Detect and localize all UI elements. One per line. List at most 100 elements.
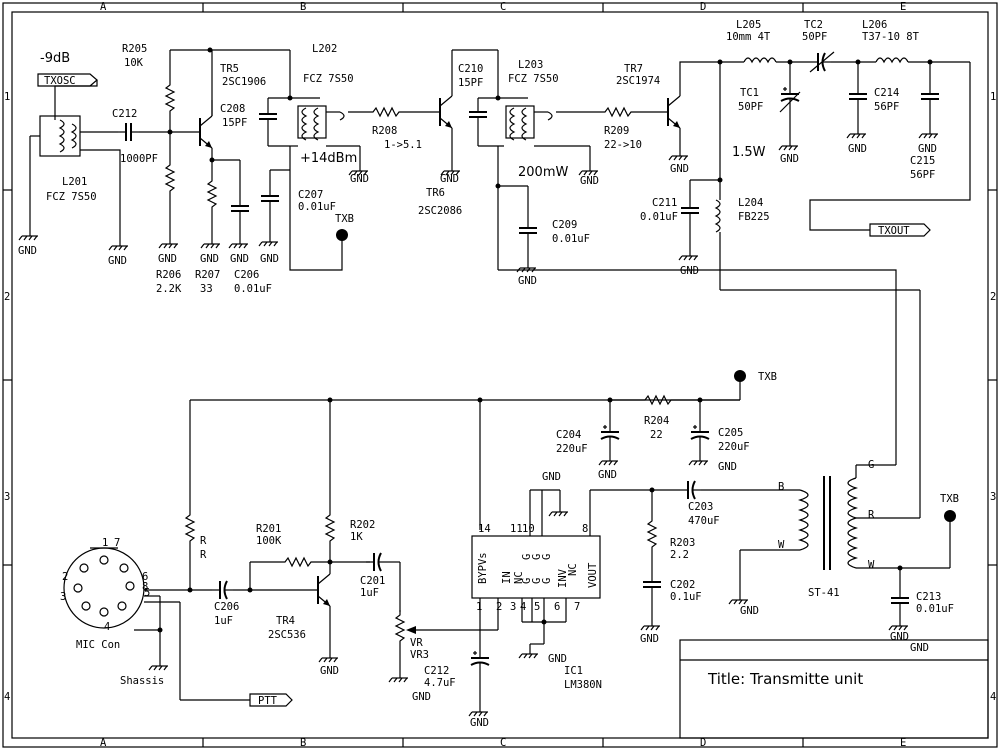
c204-cap: [600, 423, 620, 446]
ic-pin-vout: VOUT: [587, 562, 599, 588]
svg-text:C212: C212: [424, 665, 449, 677]
title-block: GND Title: Transmitte unit: [679, 639, 989, 739]
svg-text:GND: GND: [542, 471, 561, 483]
gnd-label: GND: [108, 255, 127, 267]
title-text: Title: Transmitte unit: [707, 670, 863, 688]
gnd-label: GND: [440, 173, 459, 185]
svg-text:C213: C213: [916, 591, 941, 603]
svg-text:0.01uF: 0.01uF: [298, 201, 336, 213]
col-label: E: [900, 737, 906, 749]
gnd-label: GND: [598, 469, 617, 481]
svg-text:R209: R209: [604, 125, 629, 137]
svg-text:R206: R206: [156, 269, 181, 281]
svg-text:22->10: 22->10: [604, 139, 642, 151]
svg-text:0.01uF: 0.01uF: [640, 211, 678, 223]
svg-text:TR4: TR4: [276, 615, 295, 627]
st41-transformer: [719, 270, 956, 605]
svg-text:FB225: FB225: [738, 211, 770, 223]
ic-pin-num: 2: [496, 601, 502, 613]
svg-text:PTT: PTT: [258, 695, 278, 707]
svg-text:50PF: 50PF: [802, 31, 827, 43]
l206-coil: [875, 57, 909, 63]
svg-text:C206: C206: [234, 269, 259, 281]
svg-text:C208: C208: [220, 103, 245, 115]
ic-pin-num: 11: [510, 523, 523, 535]
ic-pin-num: 14: [478, 523, 491, 535]
ic-pin-inv: INV: [557, 568, 569, 588]
svg-text:TXOUT: TXOUT: [878, 225, 910, 237]
gnd-label: GND: [680, 265, 699, 277]
svg-text:1->5.1: 1->5.1: [384, 139, 422, 151]
row-label: 1: [990, 91, 996, 103]
gnd-label: GND: [918, 143, 937, 155]
svg-text:GND: GND: [548, 653, 567, 665]
r204-resistor: [639, 395, 677, 405]
svg-text:ST-41: ST-41: [808, 587, 840, 599]
svg-text:TXB: TXB: [758, 371, 777, 383]
svg-text:33: 33: [200, 283, 213, 295]
col-label: B: [300, 1, 306, 13]
svg-text:GND: GND: [740, 605, 759, 617]
svg-text:C202: C202: [670, 579, 695, 591]
svg-text:0.1uF: 0.1uF: [670, 591, 702, 603]
r207-resistor: [207, 175, 217, 213]
gnd-label: GND: [670, 163, 689, 175]
gnd-label: GND: [848, 143, 867, 155]
col-label: B: [300, 737, 306, 749]
svg-text:R208: R208: [372, 125, 397, 137]
gnd-label: GND: [890, 631, 909, 643]
ic-pin-num: 7: [574, 601, 580, 613]
svg-text:GND: GND: [718, 461, 737, 473]
svg-text:W: W: [778, 539, 785, 551]
r205-resistor: [165, 79, 175, 117]
svg-text:100K: 100K: [256, 535, 282, 547]
c214-cap: [848, 85, 868, 108]
svg-text:GND: GND: [412, 691, 431, 703]
row-label: 4: [4, 691, 10, 703]
svg-text:2SC2086: 2SC2086: [418, 205, 462, 217]
svg-text:VR: VR: [410, 637, 423, 649]
l204-choke: [715, 199, 721, 233]
r208-resistor: [367, 107, 405, 117]
svg-text:C204: C204: [556, 429, 581, 441]
gnd-label: GND: [158, 253, 177, 265]
svg-text:MIC Con: MIC Con: [76, 639, 120, 651]
svg-text:R: R: [868, 509, 875, 521]
svg-text:R: R: [200, 549, 207, 561]
gnd-label: GND: [350, 173, 369, 185]
level-m9db: -9dB: [40, 51, 70, 66]
gnd-label: GND: [518, 275, 537, 287]
gnd-label: GND: [200, 253, 219, 265]
svg-text:220uF: 220uF: [718, 441, 750, 453]
svg-text:VR3: VR3: [410, 649, 429, 661]
svg-text:L203: L203: [518, 59, 543, 71]
row-label: 2: [990, 291, 996, 303]
svg-text:1uF: 1uF: [214, 615, 233, 627]
r203-resistor: [647, 515, 657, 553]
svg-text:W: W: [868, 559, 875, 571]
inner-frame: [11, 11, 989, 739]
ic-pin-in: IN: [501, 571, 513, 584]
mic-pin: 5: [144, 587, 150, 599]
r201-resistor: [279, 557, 317, 567]
gnd-label: GND: [320, 665, 339, 677]
svg-text:G: G: [531, 554, 543, 560]
title-gnd: GND: [910, 642, 929, 654]
ic-pin-num: 5: [534, 601, 540, 613]
svg-text:2.2K: 2.2K: [156, 283, 182, 295]
svg-text:TR5: TR5: [220, 63, 239, 75]
svg-text:L205: L205: [736, 19, 761, 31]
col-label: D: [700, 737, 706, 749]
mic-pin: 6: [142, 571, 148, 583]
mic-connector: [63, 547, 250, 701]
l202-if-coil: [297, 105, 327, 141]
c205-cap: [690, 423, 710, 446]
level-200mw: 200mW: [518, 165, 568, 180]
svg-text:220uF: 220uF: [556, 443, 588, 455]
svg-text:2SC536: 2SC536: [268, 629, 306, 641]
c208-cap: [258, 105, 278, 128]
svg-text:4.7uF: 4.7uF: [424, 677, 456, 689]
row-label: 3: [990, 491, 996, 503]
mic-pin: 1: [102, 537, 108, 549]
svg-text:0.01uF: 0.01uF: [552, 233, 590, 245]
